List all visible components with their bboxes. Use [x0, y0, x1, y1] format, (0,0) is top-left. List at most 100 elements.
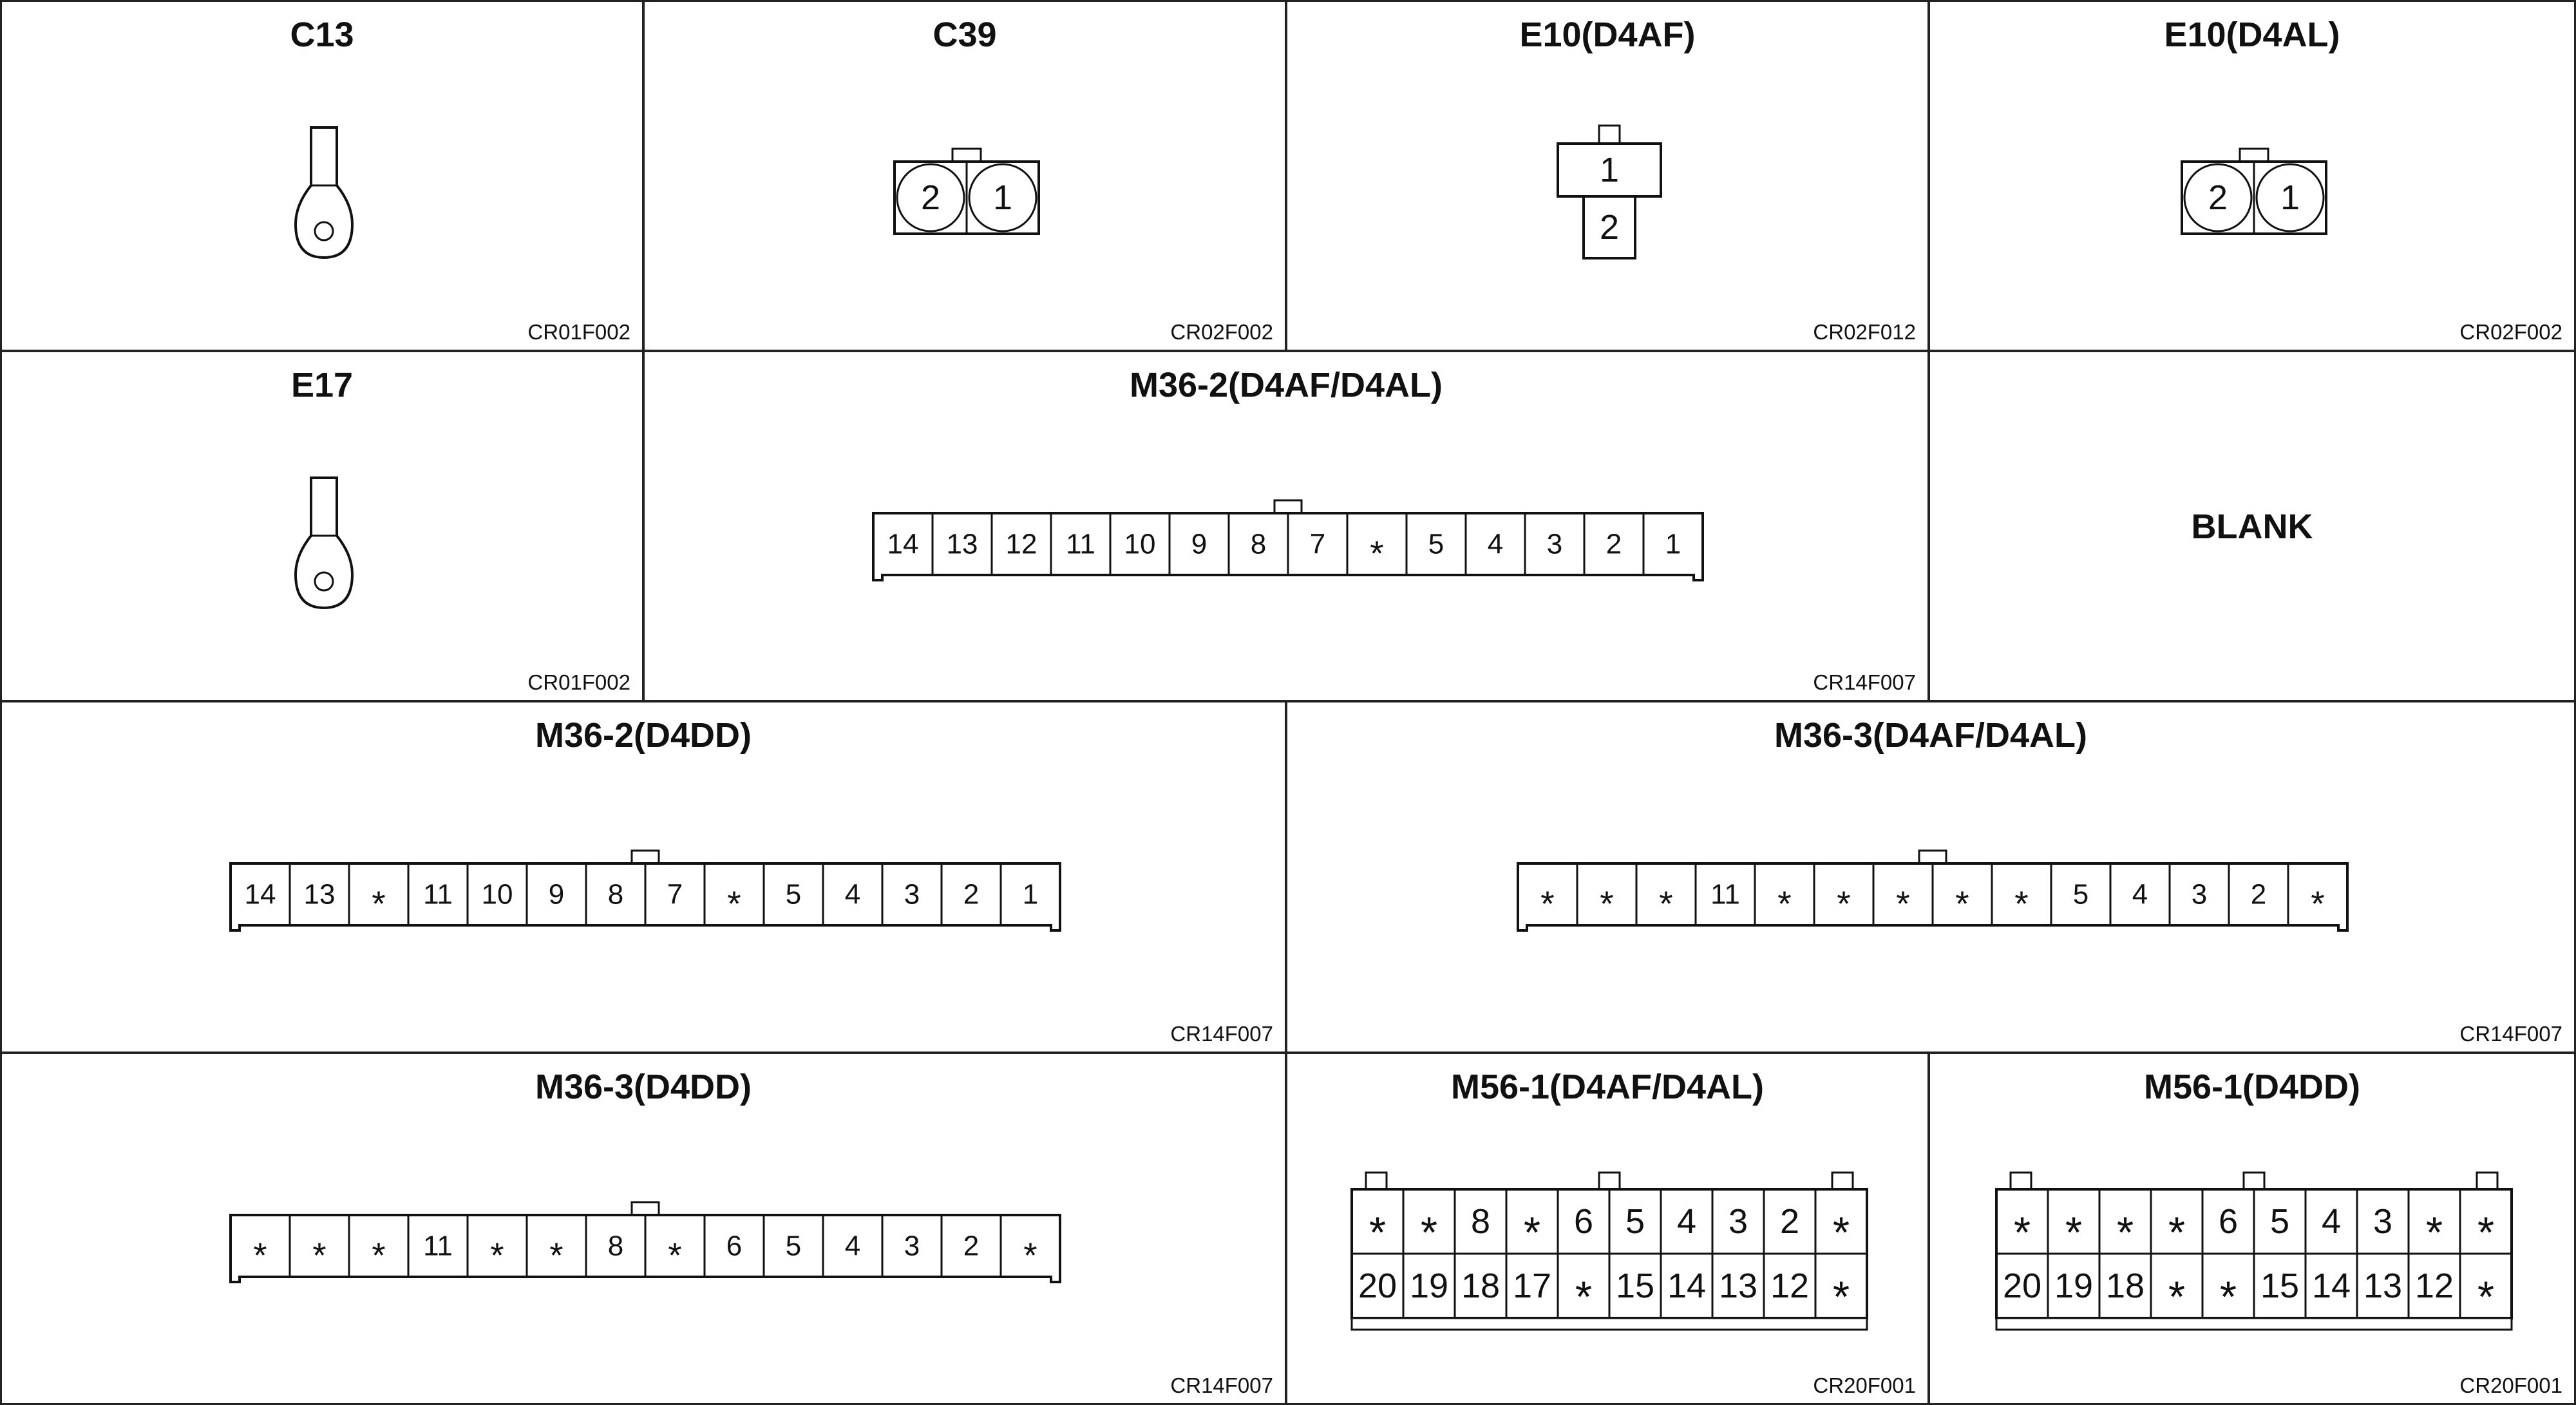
- connector-title: C39: [933, 15, 997, 54]
- figure-code: CR14F007: [1813, 670, 1916, 694]
- pin-label: 3: [2373, 1202, 2392, 1241]
- figure-code: CR14F007: [2459, 1022, 2562, 1046]
- connector-drawing: 12: [1557, 124, 1662, 259]
- figure-code: CR02F002: [2459, 320, 2562, 344]
- terminal-outline: [294, 476, 354, 610]
- pin-cavity: [2255, 163, 2325, 232]
- pin-label: *: [2311, 883, 2324, 923]
- blank-label: BLANK: [2191, 507, 2313, 546]
- pin-label: 8: [608, 879, 623, 910]
- pin-label: *: [2477, 1209, 2494, 1257]
- connector-lock-tab: [951, 147, 982, 163]
- pin-label: 15: [2260, 1267, 2299, 1305]
- pin-label: 2: [1606, 529, 1622, 560]
- connector-lock-tab: [1598, 124, 1621, 145]
- connector-lock-tab: [2242, 1171, 2266, 1191]
- figure-code: CR01F002: [527, 670, 630, 694]
- connector-drawing: [294, 476, 354, 610]
- pin-label: 8: [1471, 1202, 1490, 1241]
- pin-label: 12: [1006, 529, 1037, 560]
- figure-code: CR02F012: [1813, 320, 1916, 344]
- pin-label: *: [1837, 883, 1850, 923]
- figure-code: CR01F002: [527, 320, 630, 344]
- pin-label: 2: [1780, 1202, 1799, 1241]
- connector-lock-tab: [630, 1201, 660, 1216]
- connector-title: E10(D4AF): [1519, 15, 1696, 54]
- connector-lock-tab: [1365, 1171, 1388, 1191]
- pin-label: 13: [1719, 1267, 1757, 1305]
- connector-title: M36-2(D4DD): [535, 716, 752, 755]
- pin-label: 2: [963, 1231, 979, 1262]
- pin-label: 6: [726, 1231, 742, 1262]
- connector-lock-tab: [1273, 499, 1303, 514]
- pin-label: 13: [304, 879, 336, 910]
- pin-cavity: [1582, 195, 1636, 259]
- pin-label: 1: [2280, 178, 2300, 217]
- connector-title: M36-3(D4DD): [535, 1068, 752, 1106]
- pin-label: 5: [2270, 1202, 2289, 1241]
- pin-label: 18: [2106, 1267, 2145, 1305]
- pin-label: *: [1955, 883, 1969, 923]
- pin-label: *: [1600, 883, 1613, 923]
- pin-label: 14: [1667, 1267, 1706, 1305]
- pin-label: *: [1896, 883, 1909, 923]
- pin-label: *: [2477, 1273, 2494, 1321]
- pin-label: 11: [423, 879, 453, 910]
- pin-cavity: [968, 163, 1037, 232]
- pin-label: 15: [1616, 1267, 1654, 1305]
- connector-lock-tab: [1598, 1171, 1621, 1191]
- pin-label: *: [2117, 1209, 2134, 1257]
- pin-label: 1: [1023, 879, 1038, 910]
- figure-code: CR14F007: [1170, 1373, 1273, 1397]
- pin-label: 3: [1728, 1202, 1748, 1241]
- connector-title: E17: [290, 366, 354, 404]
- connector-base-rail: [1350, 1317, 1868, 1331]
- pin-label: 19: [2054, 1267, 2093, 1305]
- pin-label: 7: [1310, 529, 1325, 560]
- pin-label: *: [1540, 883, 1554, 923]
- pin-label: 1: [1600, 151, 1619, 189]
- pin-label: 2: [2208, 178, 2228, 217]
- connector-lock-tab: [2009, 1171, 2032, 1191]
- pin-label: *: [549, 1235, 563, 1275]
- pin-label: 9: [549, 879, 564, 910]
- pin-label: 7: [667, 879, 683, 910]
- pin-label: 14: [887, 529, 919, 560]
- pin-label: 1: [993, 178, 1012, 217]
- connector-base-rail: [1995, 1317, 2513, 1331]
- pin-label: *: [1833, 1273, 1850, 1321]
- figure-code: CR20F001: [2459, 1373, 2562, 1397]
- connector-drawing: [294, 126, 354, 259]
- figure-code: CR02F002: [1170, 320, 1273, 344]
- pin-label: *: [372, 883, 385, 923]
- connector-lock-tab: [1918, 849, 1947, 865]
- connector-title: M36-3(D4AF/D4AL): [1774, 716, 2088, 755]
- connector-title: M36-2(D4AF/D4AL): [1129, 366, 1443, 404]
- pin-label: 8: [1251, 529, 1266, 560]
- connector-title: M56-1(D4DD): [2143, 1068, 2361, 1106]
- pin-label: *: [2014, 883, 2028, 923]
- pin-label: 5: [786, 879, 801, 910]
- pin-label: *: [372, 1235, 385, 1275]
- pin-label: *: [727, 883, 741, 923]
- connector-title: M56-1(D4AF/D4AL): [1450, 1068, 1765, 1106]
- pin-label: *: [1575, 1273, 1592, 1321]
